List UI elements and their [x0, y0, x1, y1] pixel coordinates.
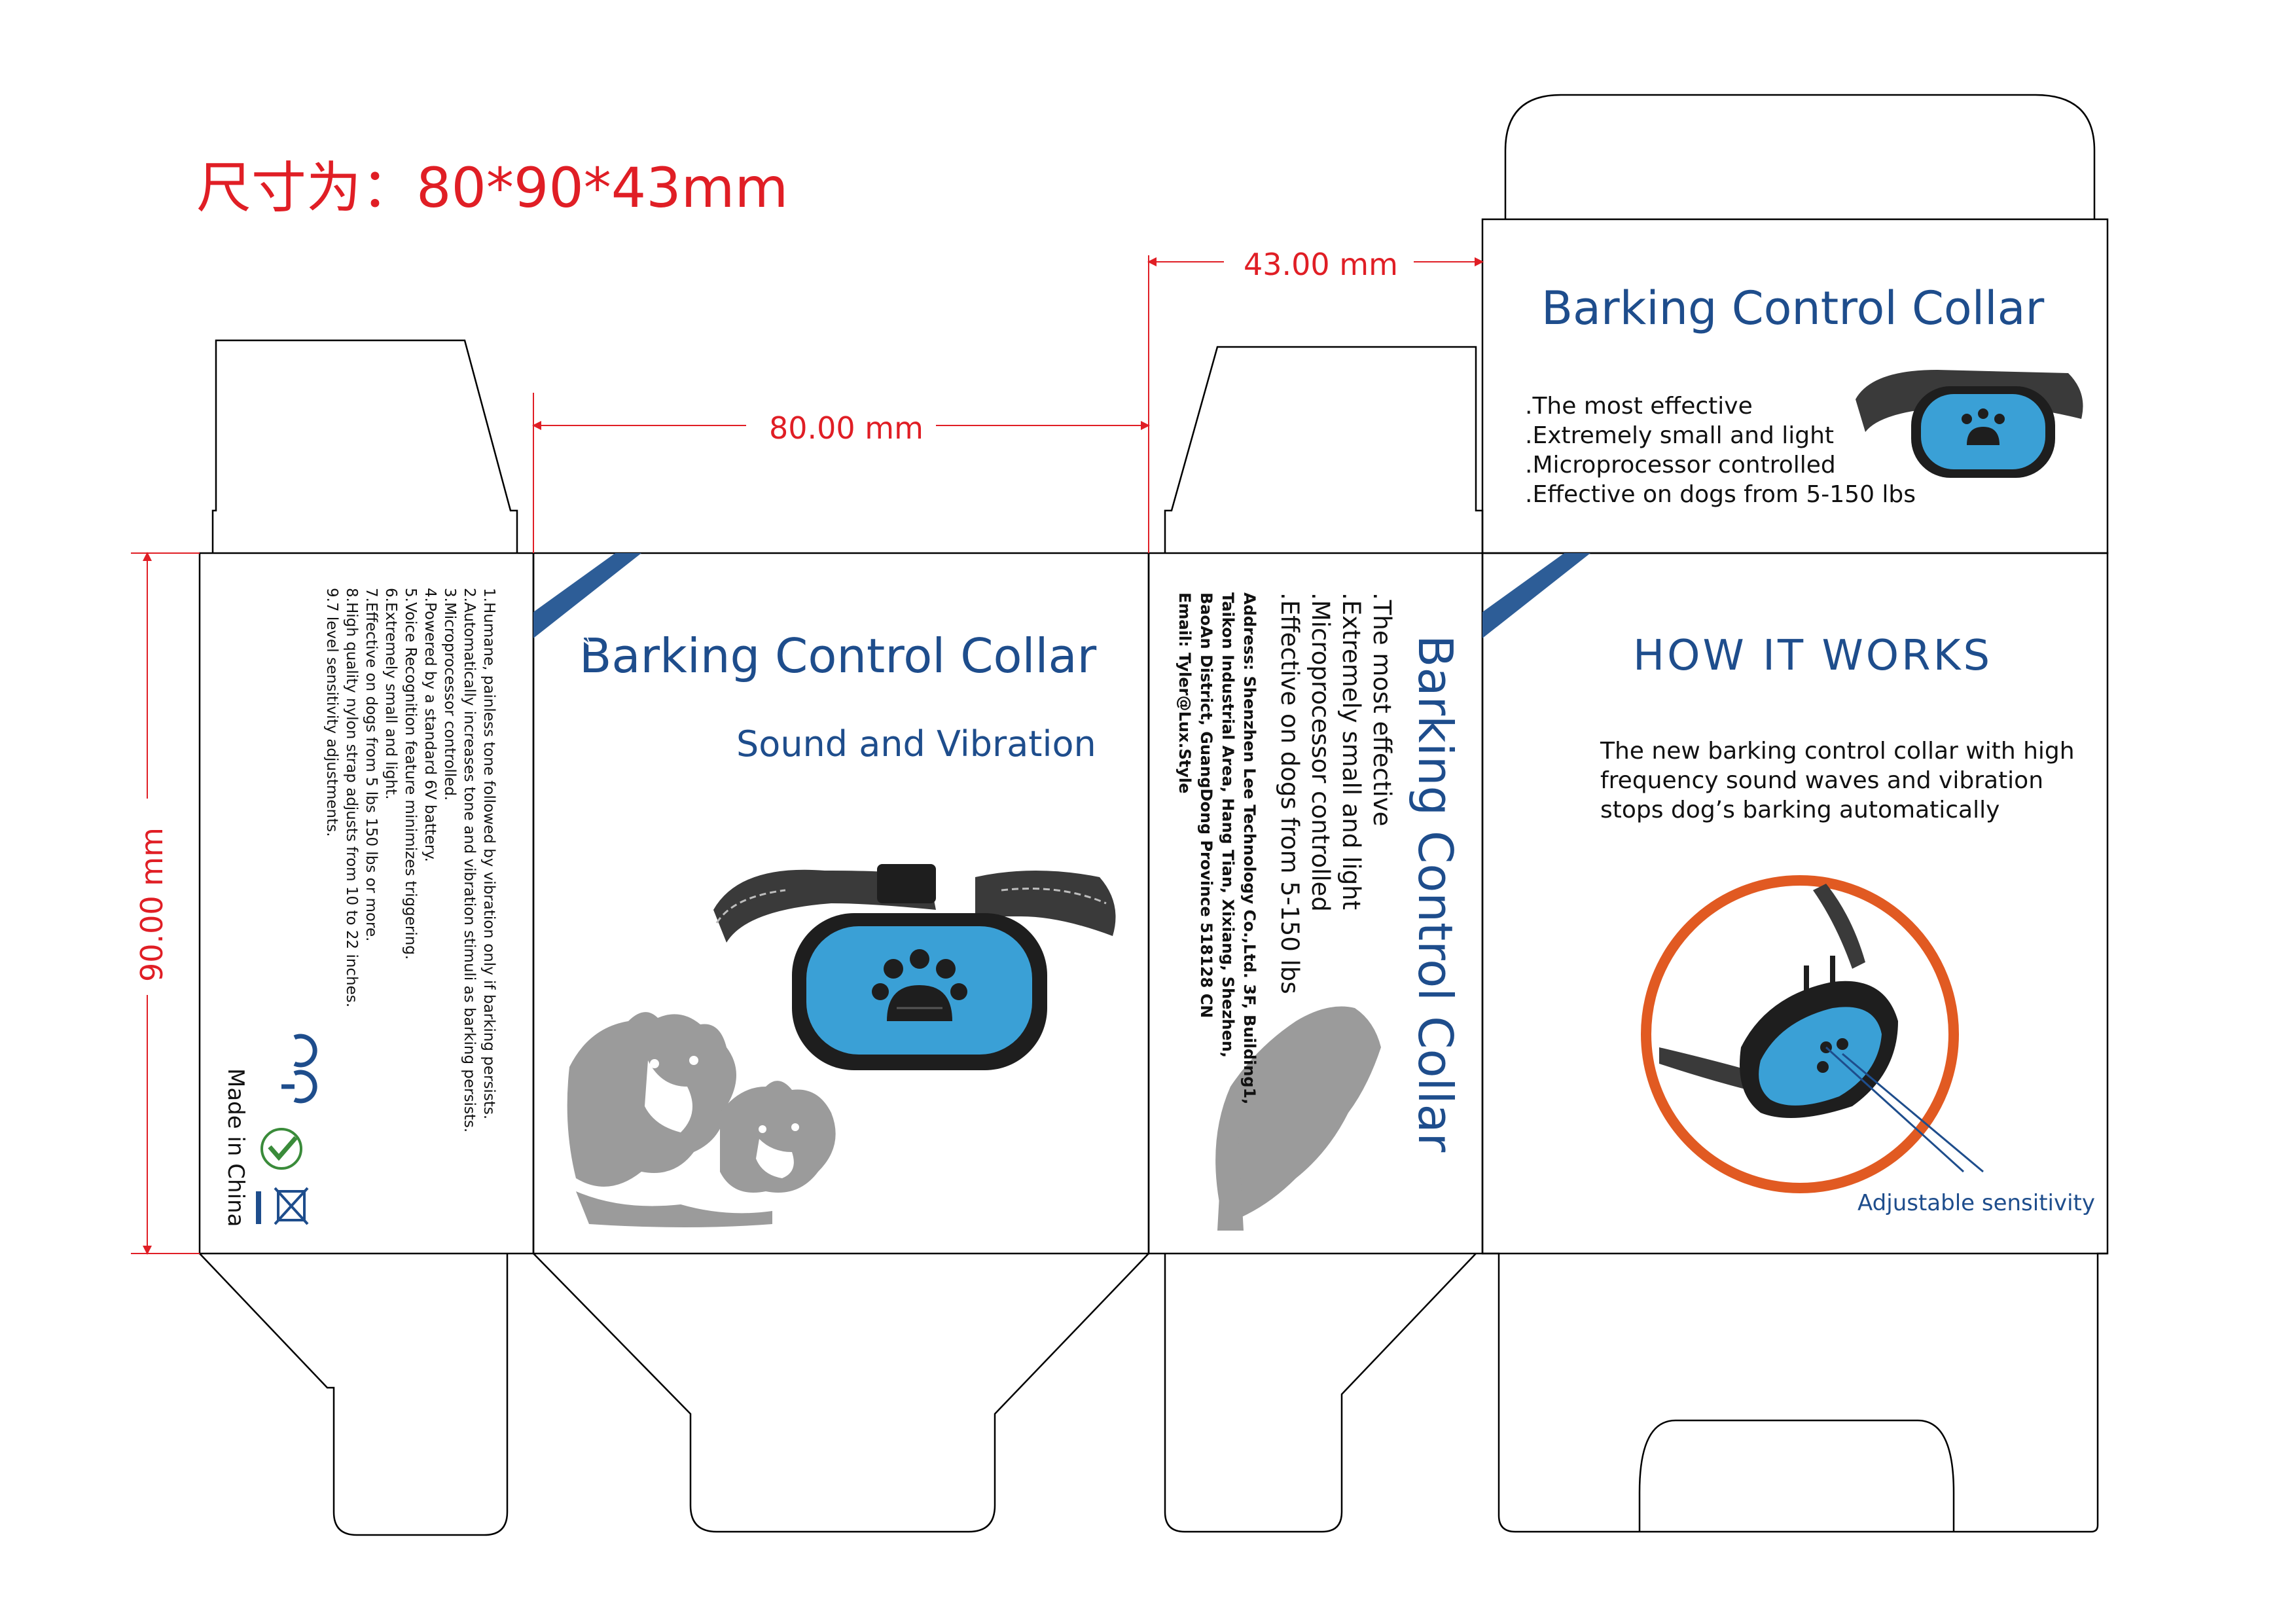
how-it-works-description: The new barking control collar with high…	[1600, 736, 2075, 825]
feature-list: 1.Humane, painless tone followed by vibr…	[322, 588, 499, 1132]
rohs-mark	[260, 1128, 302, 1170]
dimension-height-label: 90.00 mm	[134, 827, 170, 982]
address-line: Taikon Industrial Area, Hang Tian, Xixia…	[1219, 592, 1237, 1058]
front-subtitle: Sound and Vibration	[736, 723, 1096, 765]
side-title: Barking Control Collar	[1408, 635, 1463, 1153]
address-block: Address: Shenzhen Lee Technology Co.,Ltd…	[1174, 592, 1260, 1104]
feature-list-item: 3.Microprocessor controlled.	[441, 588, 458, 801]
address-line: Address: Shenzhen Lee Technology Co.,Ltd…	[1240, 592, 1259, 1105]
new-ribbon-front	[533, 553, 641, 638]
lid-panel	[1481, 218, 2109, 554]
collar-photo-front	[713, 864, 1116, 1070]
feature-list-item: 5.Voice Recognition feature minimizes tr…	[402, 588, 419, 960]
dimension-width-label: 80.00 mm	[769, 410, 924, 446]
how-it-works-title: HOW IT WORKS	[1633, 632, 1993, 680]
side-feature-item: .Effective on dogs from 5-150 lbs	[1276, 592, 1304, 994]
new-ribbon-back	[1482, 553, 1590, 638]
bottom-flap-1	[199, 1253, 509, 1536]
lid-feature-item: .Microprocessor controlled	[1525, 452, 1836, 478]
weee-mark	[256, 1187, 309, 1225]
description-line: The new barking control collar with high	[1600, 738, 2075, 765]
adjustable-sensitivity-label: Adjustable sensitivity	[1857, 1190, 2096, 1216]
feature-list-item: 8.High quality nylon strap adjusts from …	[343, 588, 360, 1008]
ce-mark	[281, 1034, 317, 1104]
feature-list-item: 4.Powered by a standard 6V battery.	[422, 588, 439, 862]
lid-title: Barking Control Collar	[1541, 281, 2045, 335]
side-feature-item: .The most effective	[1368, 592, 1396, 827]
husky-illustration-side	[1215, 1006, 1381, 1231]
front-title: Barking Control Collar	[579, 628, 1097, 683]
lid-feature-item: .The most effective	[1525, 393, 1753, 420]
feature-list-item: 6.Extremely small and light.	[382, 588, 399, 800]
bottom-flap-4-notch	[1638, 1419, 1955, 1532]
bottom-flap-4	[1482, 1252, 2108, 1533]
dimension-depth-label: 43.00 mm	[1244, 247, 1398, 282]
description-line: frequency sound waves and vibration	[1600, 767, 2044, 794]
collar-photo-lid	[1856, 370, 2083, 478]
side-feature-item: .Microprocessor controlled	[1306, 592, 1335, 912]
address-line: Email: Tyler@Lux.Style	[1175, 592, 1194, 794]
side-features: .The most effective .Extremely small and…	[1274, 592, 1397, 994]
feature-list-item: 2.Automatically increases tone and vibra…	[461, 588, 478, 1133]
top-dust-flap-right	[1164, 346, 1484, 553]
feature-list-item: 7.Effective on dogs from 5 lbs 150 lbs o…	[363, 588, 380, 942]
lid-feature-item: .Effective on dogs from 5-150 lbs	[1525, 481, 1916, 508]
address-line: BaoAn District, GuangDong Province 51812…	[1197, 592, 1215, 1019]
lid-features: .The most effective .Extremely small and…	[1525, 391, 1916, 509]
feature-list-item: 1.Humane, painless tone followed by vibr…	[480, 588, 497, 1120]
dimensions-heading: 尺寸为：80*90*43mm	[196, 156, 789, 220]
description-line: stops dog’s barking automatically	[1600, 797, 2000, 823]
top-dust-flap-left	[211, 339, 518, 553]
bottom-flap-2	[533, 1253, 1149, 1533]
made-in-china-label: Made in China	[223, 1068, 249, 1227]
feature-list-item: 9.7 level sensitivity adjustments.	[323, 588, 340, 837]
lid-feature-item: .Extremely small and light	[1525, 422, 1835, 449]
side-feature-item: .Extremely small and light	[1337, 592, 1365, 911]
husky-illustration-front	[567, 1012, 836, 1227]
how-it-works-photo	[1641, 875, 1984, 1193]
bottom-flap-3	[1164, 1253, 1477, 1533]
lid-tuck-flap	[1504, 94, 2096, 219]
